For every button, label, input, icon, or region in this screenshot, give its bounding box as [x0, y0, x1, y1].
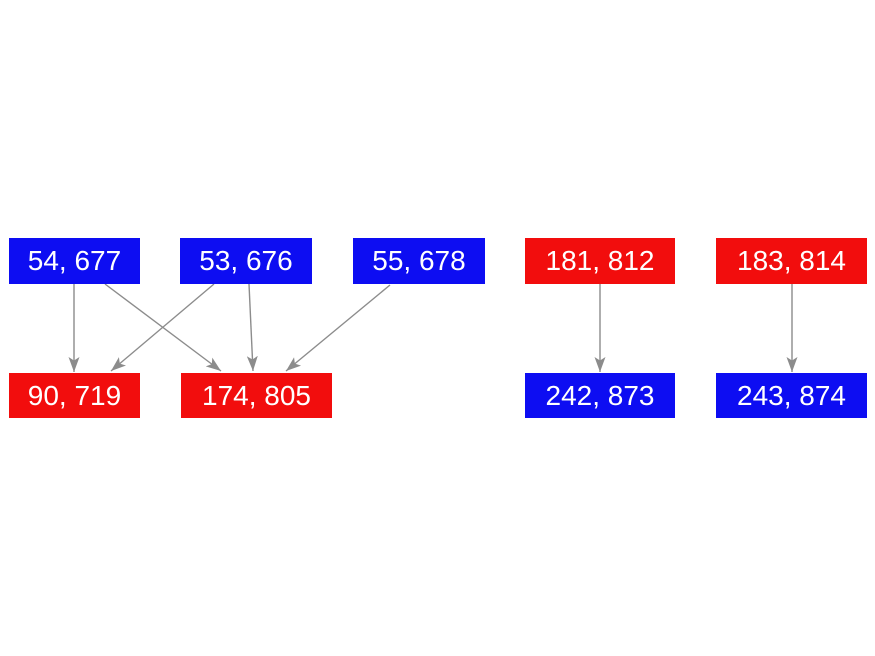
graph-node-181-812: 181, 812: [525, 238, 675, 284]
graph-node-243-874: 243, 874: [716, 373, 867, 418]
graph-node-54-677: 54, 677: [9, 238, 140, 284]
graph-node-183-814: 183, 814: [716, 238, 867, 284]
graph-node-242-873: 242, 873: [525, 373, 675, 418]
graph-edge-53-676-to-90-719: [110, 283, 215, 372]
graph-node-55-678: 55, 678: [353, 238, 485, 284]
graph-edge-55-678-to-174-805: [285, 284, 391, 372]
edge-group: [68, 283, 798, 372]
graph-node-90-719: 90, 719: [9, 373, 140, 418]
graph-node-53-676: 53, 676: [180, 238, 312, 284]
graph-node-174-805: 174, 805: [181, 373, 332, 418]
graph-edge-53-676-to-174-805: [246, 283, 258, 372]
